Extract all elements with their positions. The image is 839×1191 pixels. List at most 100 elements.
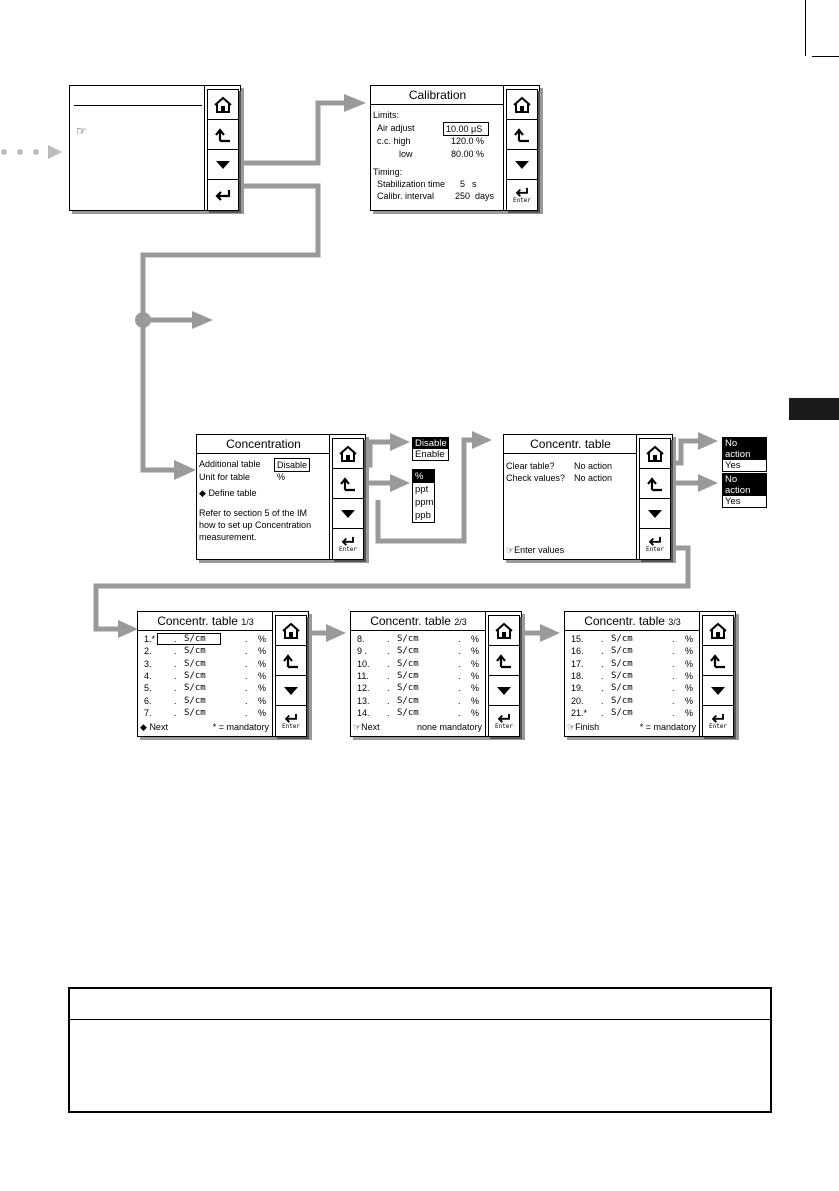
- table-row[interactable]: 20..S/cm.%: [565, 695, 699, 707]
- down-button[interactable]: [488, 675, 520, 707]
- table-row[interactable]: 8..S/cm.%: [351, 633, 485, 645]
- row-unit: S/cm: [397, 658, 419, 669]
- option-item[interactable]: Disable: [413, 438, 448, 449]
- row-unit: S/cm: [184, 670, 206, 681]
- option-item[interactable]: No action: [723, 474, 766, 496]
- row-dot: .: [387, 646, 390, 657]
- enter-button[interactable]: Enter: [702, 705, 734, 737]
- back-button[interactable]: [506, 119, 538, 151]
- clear-value[interactable]: No action: [574, 461, 613, 471]
- enter-button[interactable]: Enter: [275, 705, 307, 737]
- row-dot: .: [672, 707, 675, 718]
- row-unit: S/cm: [611, 695, 633, 706]
- row-percent: %: [258, 695, 267, 706]
- enter-button[interactable]: Enter: [506, 179, 538, 211]
- table-row[interactable]: 9 ..S/cm.%: [351, 645, 485, 657]
- table-row[interactable]: 15..S/cm.%: [565, 633, 699, 645]
- check-action-options: No action Yes: [722, 473, 767, 508]
- table-row[interactable]: 4..S/cm.%: [138, 670, 272, 682]
- footer-left-label: Next: [361, 722, 380, 732]
- table-row[interactable]: 18..S/cm.%: [565, 670, 699, 682]
- table-row[interactable]: 3..S/cm.%: [138, 658, 272, 670]
- footer-right-note: none mandatory: [416, 722, 482, 732]
- table-row[interactable]: 16..S/cm.%: [565, 645, 699, 657]
- unit-value[interactable]: %: [277, 472, 286, 482]
- table-row[interactable]: 2..S/cm.%: [138, 645, 272, 657]
- home-button[interactable]: [702, 615, 734, 647]
- enter-values-item[interactable]: ☞Enter values: [506, 544, 564, 556]
- home-button[interactable]: [639, 438, 671, 470]
- option-item[interactable]: No action: [723, 438, 766, 460]
- crop-mark: [812, 56, 839, 57]
- enter-label: Enter: [708, 722, 728, 730]
- refer-line-2: how to set up Concentration: [199, 520, 312, 530]
- row-unit: S/cm: [184, 634, 206, 644]
- home-button[interactable]: [275, 615, 307, 647]
- option-item[interactable]: ppt: [415, 484, 429, 495]
- interval-label: Calibr. interval: [377, 191, 435, 201]
- down-button[interactable]: [506, 149, 538, 181]
- down-button[interactable]: [207, 149, 239, 181]
- footer-left-item[interactable]: ☞Next: [353, 721, 380, 733]
- down-button[interactable]: [639, 498, 671, 530]
- table-row[interactable]: 11..S/cm.%: [351, 670, 485, 682]
- option-item[interactable]: ppm: [415, 497, 434, 508]
- row-number: 14.: [357, 707, 370, 718]
- table-row[interactable]: 5..S/cm.%: [138, 682, 272, 694]
- home-button[interactable]: [506, 89, 538, 121]
- option-item[interactable]: %: [413, 470, 434, 483]
- footer-left-item[interactable]: ☞Finish: [567, 721, 599, 733]
- row-number: 10.: [357, 658, 370, 669]
- clear-action-options: No action Yes: [722, 437, 767, 472]
- table-row[interactable]: 21.*.S/cm.%: [565, 707, 699, 719]
- table-row[interactable]: 14..S/cm.%: [351, 707, 485, 719]
- down-button[interactable]: [702, 675, 734, 707]
- option-item[interactable]: Yes: [725, 496, 741, 507]
- table-row[interactable]: 1.*.S/cm.%: [138, 633, 272, 645]
- table-row[interactable]: 7..S/cm.%: [138, 707, 272, 719]
- row-dot: .: [458, 670, 461, 681]
- option-item[interactable]: Yes: [725, 460, 741, 471]
- table-row[interactable]: 19..S/cm.%: [565, 682, 699, 694]
- table-row[interactable]: 12..S/cm.%: [351, 682, 485, 694]
- option-item[interactable]: ppb: [415, 510, 431, 521]
- cc-high-label: c.c. high: [377, 136, 411, 146]
- table-row[interactable]: 13..S/cm.%: [351, 695, 485, 707]
- row-percent: %: [471, 646, 480, 657]
- row-dot: .: [174, 658, 177, 669]
- row-dot: .: [601, 670, 604, 681]
- table-row[interactable]: 6..S/cm.%: [138, 695, 272, 707]
- row-percent: %: [685, 634, 694, 644]
- additional-table-field[interactable]: Disable: [274, 458, 311, 472]
- enter-button[interactable]: Enter: [639, 528, 671, 560]
- define-table-item[interactable]: ◆ Define table: [199, 487, 256, 499]
- down-button[interactable]: [275, 675, 307, 707]
- home-button[interactable]: [332, 438, 364, 470]
- concentr-table-screen: Concentr. table Clear table? No action C…: [503, 434, 673, 560]
- air-adjust-field[interactable]: 10.00 μS: [443, 122, 489, 136]
- back-button[interactable]: [488, 645, 520, 677]
- enter-button[interactable]: Enter: [488, 705, 520, 737]
- home-button[interactable]: [207, 89, 239, 121]
- row-percent: %: [471, 670, 480, 681]
- back-button[interactable]: [702, 645, 734, 677]
- table-row[interactable]: 17..S/cm.%: [565, 658, 699, 670]
- check-value[interactable]: No action: [574, 473, 613, 483]
- row-dot: .: [387, 707, 390, 718]
- back-button[interactable]: [275, 645, 307, 677]
- enter-label: Enter: [281, 722, 301, 730]
- down-button[interactable]: [332, 498, 364, 530]
- option-item[interactable]: Enable: [415, 449, 445, 460]
- back-button[interactable]: [207, 119, 239, 151]
- row-dot: .: [387, 670, 390, 681]
- row-percent: %: [258, 634, 267, 644]
- footer-left-item[interactable]: ◆ Next: [140, 721, 168, 733]
- back-button[interactable]: [639, 468, 671, 500]
- page-indicator: 2/3: [454, 617, 467, 627]
- row-unit: S/cm: [184, 658, 206, 669]
- enter-button[interactable]: Enter: [332, 528, 364, 560]
- table-row[interactable]: 10..S/cm.%: [351, 658, 485, 670]
- back-button[interactable]: [332, 468, 364, 500]
- enter-button[interactable]: [207, 179, 239, 211]
- home-button[interactable]: [488, 615, 520, 647]
